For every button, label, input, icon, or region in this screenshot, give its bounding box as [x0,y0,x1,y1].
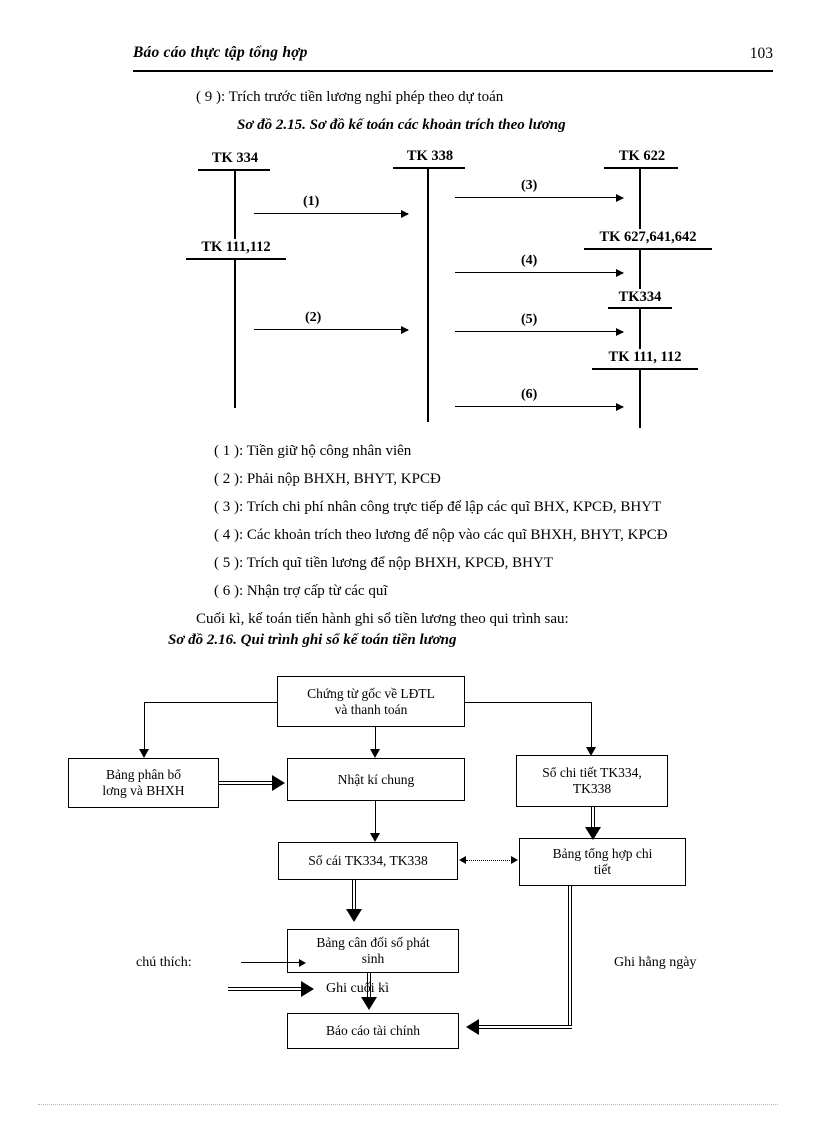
intro-line-9: ( 9 ): Trích trước tiền lương nghỉ phép … [196,89,504,105]
account-label-tk111-112: TK 111,112 [201,239,271,255]
flow-arrow-3 [455,192,624,204]
connector-detail-to-summary [591,807,595,831]
account-stem-tk622 [639,167,641,229]
connector-ledger-to-trial [352,880,356,913]
flow-label-6: (6) [521,387,538,402]
header-title: Báo cáo thực tập tổng hợp [133,44,308,61]
connector-ledger-summary-dotted [466,860,512,861]
account-rule-tk338 [393,167,465,169]
arrowhead-journal-in-top [369,749,380,758]
account-stem-tk334 [234,169,236,239]
closing-sentence: Cuối kì, kế toán tiến hành ghi sổ tiền l… [196,611,569,627]
flow-arrow-2 [254,324,409,336]
account-label-tk622: TK 622 [618,148,666,164]
page-header: Báo cáo thực tập tổng hợp 103 [133,44,773,74]
header-divider [133,70,773,73]
connector-docs-to-detail-v [591,702,593,748]
connector-summary-to-report-v [568,886,572,1029]
account-stem-tk334-right [639,307,641,349]
legend-item-1: ( 1 ): Tiền giữ hộ công nhân viên [214,443,412,459]
legend-item-5: ( 5 ): Trích quĩ tiền lương để nộp BHXH,… [214,555,553,571]
account-stem-tk338 [427,167,429,422]
account-label-tk334: TK 334 [211,150,259,166]
node-general-ledger: Sổ cái TK334, TK338 [278,842,458,880]
label-note: chú thích: [136,955,192,970]
account-label-tk627-641-642: TK 627,641,642 [599,229,697,245]
flow-arrow-6 [455,401,624,413]
node-financial-report: Báo cáo tài chính [287,1013,459,1049]
account-label-tk334-right: TK334 [618,289,662,305]
node-general-journal: Nhật kí chung [287,758,465,801]
legend-thin-arrowhead [299,958,306,967]
connector-journal-to-ledger [375,801,377,834]
account-rule-tk627-641-642 [584,248,712,250]
arrowhead-allocation-in [138,749,149,758]
flow-label-2: (2) [305,310,322,325]
flow-arrow-4 [455,267,624,279]
arrowhead-trial-in-top [346,909,362,922]
flow-arrow-1 [254,208,409,220]
connector-docs-to-allocation-v [144,702,146,750]
t-account-diagram: TK 334 TK 111,112 TK 338 TK 622 TK 627,6… [0,140,816,440]
flow-label-1: (1) [303,194,320,209]
arrowhead-ledger-in-right [459,856,466,864]
flow-label-4: (4) [521,253,538,268]
legend-double-arrowhead [301,981,314,997]
figure-title-2-16: Sơ đồ 2.16. Qui trình ghi sổ kế toán tiề… [168,632,457,648]
flow-arrow-5 [455,326,624,338]
arrowhead-report-in-top [361,997,377,1010]
arrowhead-summary-in-left [511,856,518,864]
connector-allocation-to-journal [219,781,274,785]
connector-docs-to-journal [375,727,377,750]
account-label-tk338: TK 338 [406,148,454,164]
arrowhead-report-in-right [466,1019,479,1035]
page-bottom-divider [38,1104,778,1105]
legend-item-2: ( 2 ): Phải nộp BHXH, BHYT, KPCĐ [214,471,441,487]
arrowhead-summary-in-top [585,827,601,840]
account-stem-tk111-112-right [639,368,641,428]
flow-label-5: (5) [521,312,538,327]
legend-item-6: ( 6 ): Nhận trợ cấp từ các quĩ [214,583,388,599]
connector-summary-to-report-h [479,1025,572,1029]
connector-docs-to-allocation-h [144,702,278,704]
flow-label-3: (3) [521,178,538,193]
connector-docs-to-detail-h [465,702,592,704]
node-detail-ledger: Sổ chi tiết TK334,TK338 [516,755,668,807]
connector-trial-to-report [367,973,371,1001]
legend-item-4: ( 4 ): Các khoản trích theo lương để nộp… [214,527,668,543]
label-period-end-entry: Ghi cuối kì [326,981,389,996]
account-rule-tk111-112-right [592,368,698,370]
label-daily-entry: Ghi hằng ngày [614,955,697,970]
arrowhead-detail-in [586,747,596,756]
account-stem-tk627-641-642 [639,248,641,289]
arrowhead-journal-in-left [272,775,285,791]
arrowhead-ledger-in-top [369,833,380,842]
account-rule-tk111-112 [186,258,286,260]
legend-thin-arrow-line [241,962,301,964]
page-number: 103 [749,45,773,62]
account-rule-tk622 [604,167,678,169]
figure-title-2-15: Sơ đồ 2.15. Sơ đồ kế toán các khoản tríc… [237,117,566,133]
account-label-tk111-112-right: TK 111, 112 [608,349,682,365]
account-stem-tk111-112 [234,258,236,408]
legend-double-arrow-line [228,987,303,991]
legend-item-3: ( 3 ): Trích chi phí nhân công trực tiếp… [214,499,662,515]
